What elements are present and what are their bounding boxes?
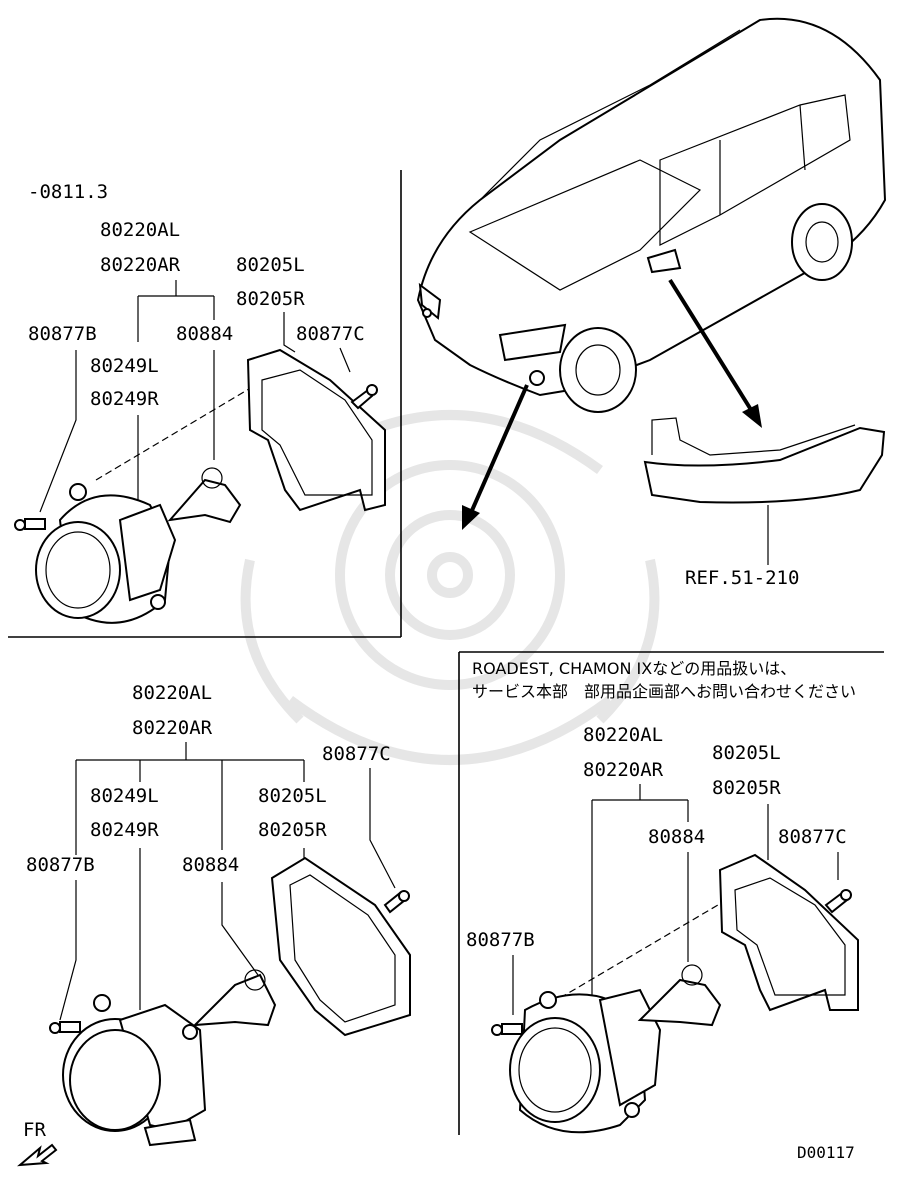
note-line-1: ROADEST, CHAMON IXなどの用品扱いは、 [472,659,796,678]
front-direction-label: FR [23,1119,46,1141]
part-label-80884: 80884 [176,323,233,345]
part-label-80877B: 80877B [26,854,95,876]
part-label-80205R: 80205R [258,819,327,841]
part-label-80877C: 80877C [778,826,847,848]
part-label-80205L: 80205L [258,785,327,807]
bulb-part [167,467,242,524]
part-label-80249R: 80249R [90,819,159,841]
period-label: -0811.3 [28,181,108,203]
screw-part [824,889,852,914]
part-label-80205L: 80205L [236,254,305,276]
part-label-80249L: 80249L [90,355,159,377]
part-label-80220AL: 80220AL [100,219,180,241]
part-label-80877B: 80877B [466,929,535,951]
front-direction-arrow: FR [17,1119,58,1167]
reference-label: REF.51-210 [685,567,799,589]
bottom-left-assembly: 80220AL 80220AR 80877C 80249L 80205L 802… [17,682,411,1167]
callout-arrows [462,278,762,530]
bulb-part [637,964,722,1027]
part-label-80220AR: 80220AR [583,759,664,781]
bottom-right-assembly: ROADEST, CHAMON IXなどの用品扱いは、 サービス本部 部用品企画… [466,659,859,1134]
bracket-part [718,853,859,1012]
part-label-80877B: 80877B [28,323,97,345]
part-label-80205R: 80205R [712,777,781,799]
fog-lamp-unit [62,994,207,1147]
part-label-80884: 80884 [648,826,705,848]
part-label-80249L: 80249L [90,785,159,807]
section-dividers [8,170,884,1135]
figure-code: D00117 [797,1143,855,1162]
part-label-80877C: 80877C [322,743,391,765]
leader-lines [59,742,396,1021]
fog-lamp-unit [509,988,662,1134]
door-mirror-part [643,417,886,565]
leader-lines [39,280,351,513]
part-label-80249R: 80249R [90,388,159,410]
bolt-part [49,1021,81,1034]
part-label-80220AL: 80220AL [132,682,212,704]
screw-part [383,890,410,914]
top-left-assembly: -0811.3 80220AL 80220AR 80205L 80205R 80… [14,181,386,624]
part-label-80884: 80884 [182,854,239,876]
bulb-part [192,969,277,1027]
bolt-part [491,1023,523,1036]
part-label-80205L: 80205L [712,742,781,764]
part-label-80877C: 80877C [296,323,365,345]
part-label-80220AR: 80220AR [132,717,213,739]
part-label-80205R: 80205R [236,288,305,310]
screw-part [350,384,378,410]
part-label-80220AL: 80220AL [583,724,663,746]
bracket-part [246,348,386,512]
note-line-2: サービス本部 部用品企画部へお問い合わせください [472,682,856,701]
vehicle-illustration [416,17,887,413]
fog-lamp-unit [35,483,177,624]
part-label-80220AR: 80220AR [100,254,181,276]
bracket-part [270,856,411,1037]
leader-lines [512,784,839,1015]
bolt-part [14,518,46,531]
